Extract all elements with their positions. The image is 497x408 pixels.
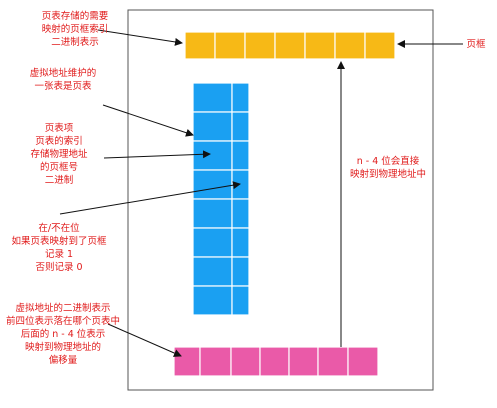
virtual-address-cell bbox=[347, 346, 379, 377]
page-table-present-bit-cell bbox=[231, 111, 250, 142]
label-line: 偏移量 bbox=[48, 355, 78, 366]
page-table-grid bbox=[192, 82, 250, 316]
page-table-present-bit-cell bbox=[231, 82, 250, 113]
arrow-to-page-table-entry bbox=[103, 150, 211, 159]
page-table-index-cell bbox=[192, 169, 233, 200]
label-line: 页表的索引 bbox=[35, 136, 83, 147]
page-frame-cell bbox=[214, 31, 246, 60]
page-table-present-bit-cell bbox=[231, 198, 250, 229]
page-frame-cell bbox=[304, 31, 336, 60]
label-present-bit: 在/不在位 如果页表映射到了页框 记录 1 否则记录 0 bbox=[2, 222, 116, 274]
label-line: 记录 1 bbox=[44, 249, 74, 260]
label-line: 如果页表映射到了页框 bbox=[11, 236, 107, 247]
page-table-present-bit-cell bbox=[231, 285, 250, 316]
page-table-index-cell bbox=[192, 198, 233, 229]
virtual-address-cell bbox=[317, 346, 349, 377]
label-page-table-entry: 页表项 页表的索引 存储物理地址 的页框号 二进制 bbox=[5, 122, 113, 187]
label-direct-map: n - 4 位会直接 映射到物理地址中 bbox=[344, 155, 432, 181]
page-table-index-cell bbox=[192, 111, 233, 142]
label-line: 虚拟地址维护的 bbox=[29, 68, 97, 79]
virtual-address-cell bbox=[173, 346, 201, 377]
label-line: 页表存储的需要 bbox=[41, 11, 109, 22]
page-table-present-bit-cell bbox=[231, 227, 250, 258]
label-line: 页表项 bbox=[44, 123, 74, 134]
page-frame-row bbox=[184, 31, 396, 60]
page-frame-cell bbox=[334, 31, 366, 60]
virtual-address-cell bbox=[259, 346, 290, 377]
label-line: 虚拟地址的二进制表示 bbox=[15, 303, 111, 314]
label-line: n - 4 位会直接 bbox=[356, 156, 420, 167]
page-table-present-bit-cell bbox=[231, 256, 250, 287]
label-line: 的页框号 bbox=[39, 162, 78, 173]
virtual-address-cell bbox=[288, 346, 319, 377]
label-line: 二进制 bbox=[44, 175, 74, 186]
label-line: 一张表是页表 bbox=[34, 81, 92, 92]
physical-memory-frame bbox=[127, 9, 434, 391]
arrow-to-present-bit bbox=[59, 181, 241, 215]
label-line: 存储物理地址 bbox=[30, 149, 88, 160]
page-table-present-bit-cell bbox=[231, 140, 250, 171]
label-line: 映射到物理地址的 bbox=[24, 342, 101, 353]
page-frame-cell bbox=[244, 31, 276, 60]
virtual-address-row bbox=[173, 346, 379, 377]
page-table-index-cell bbox=[192, 285, 233, 316]
page-table-index-cell bbox=[192, 82, 233, 113]
label-virtual-addr-table: 虚拟地址维护的 一张表是页表 bbox=[10, 67, 116, 93]
page-frame-cell bbox=[184, 31, 216, 60]
label-line: 在/不在位 bbox=[38, 223, 80, 234]
virtual-address-cell bbox=[230, 346, 261, 377]
label-virtual-addr-binary: 虚拟地址的二进制表示 前四位表示落在哪个页表中 后面的 n - 4 位表示 映射… bbox=[2, 302, 124, 367]
label-page-frame: 页框 bbox=[462, 38, 490, 51]
label-line: 二进制表示 bbox=[51, 37, 99, 48]
label-page-table-storage: 页表存储的需要 映射的页框索引 二进制表示 bbox=[22, 10, 128, 49]
label-line: 页框 bbox=[466, 39, 486, 50]
arrow-to-page-frame-row bbox=[97, 29, 183, 46]
page-table-index-cell bbox=[192, 227, 233, 258]
page-frame-cell bbox=[364, 31, 396, 60]
virtual-address-cell bbox=[199, 346, 232, 377]
arrow-to-page-table bbox=[102, 104, 194, 137]
label-line: 映射的页框索引 bbox=[41, 24, 109, 35]
page-table-index-cell bbox=[192, 140, 233, 171]
label-line: 前四位表示落在哪个页表中 bbox=[5, 316, 120, 327]
label-line: 否则记录 0 bbox=[35, 262, 83, 273]
label-line: 映射到物理地址中 bbox=[349, 169, 426, 180]
page-frame-cell bbox=[274, 31, 306, 60]
arrow-to-virtual-address bbox=[107, 323, 182, 357]
page-table-index-cell bbox=[192, 256, 233, 287]
label-line: 后面的 n - 4 位表示 bbox=[20, 329, 106, 340]
